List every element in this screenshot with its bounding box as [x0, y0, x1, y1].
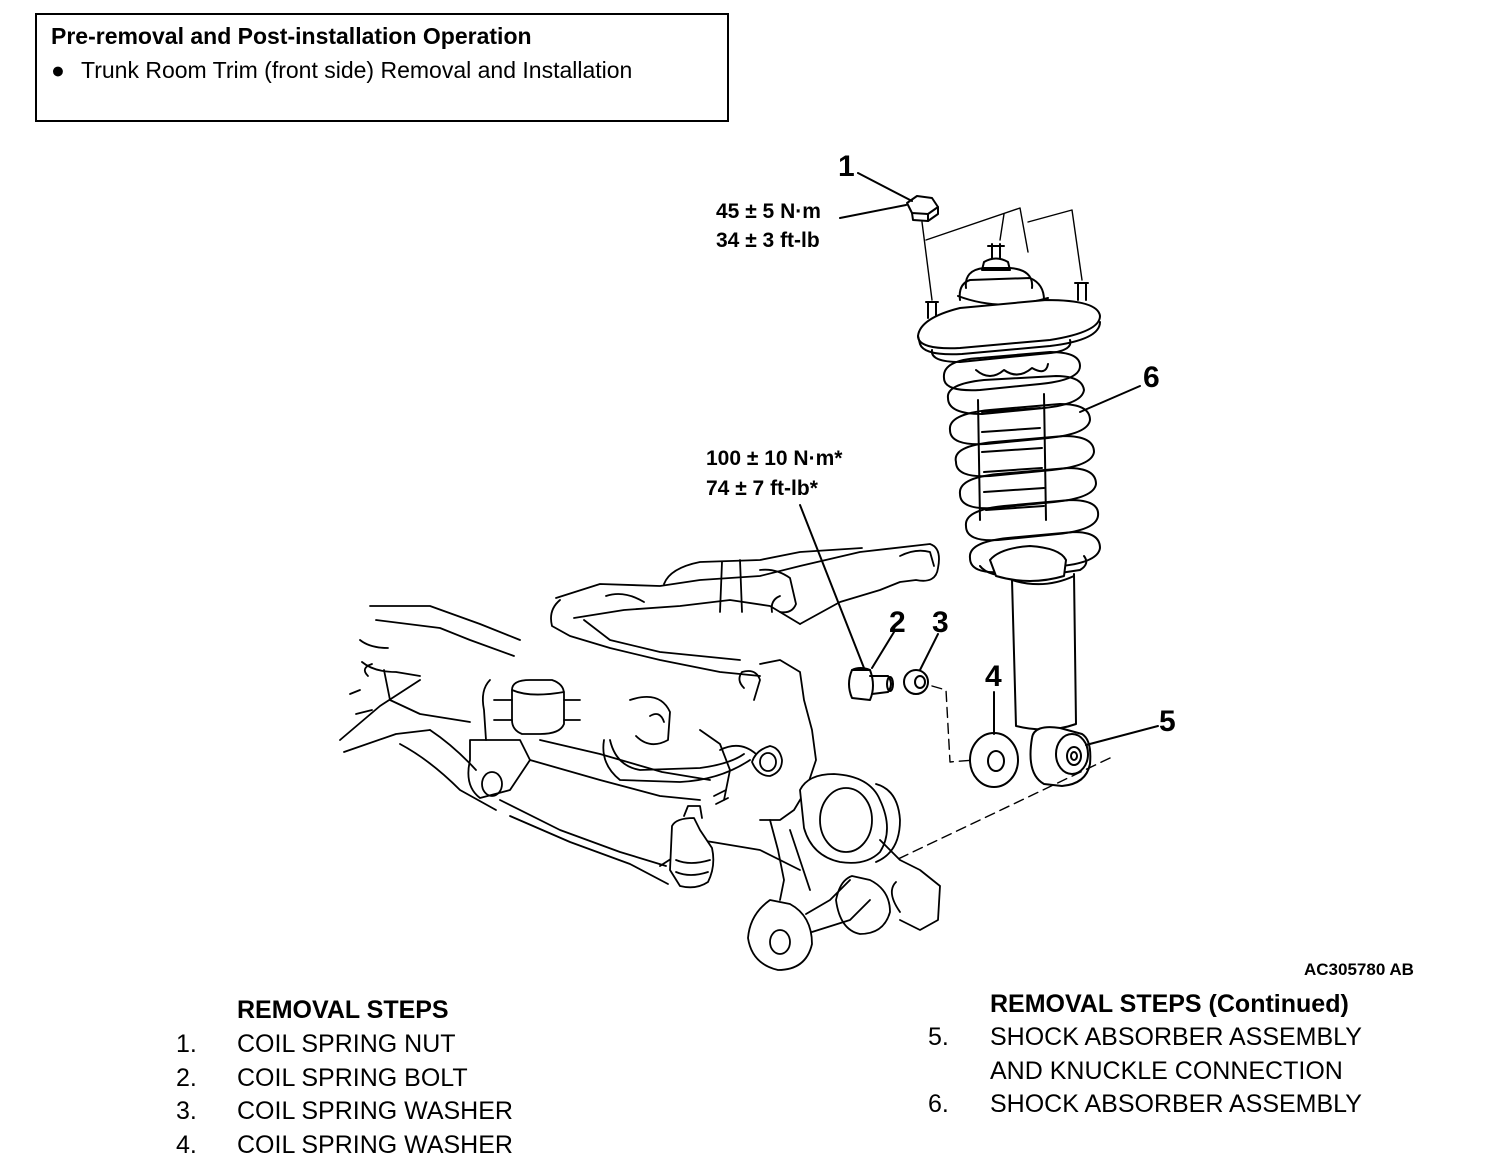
step-text: COIL SPRING NUT [237, 1030, 456, 1058]
pre-operation-title: Pre-removal and Post-installation Operat… [51, 23, 532, 49]
step-number: 4. [176, 1130, 197, 1159]
leader-line-2 [871, 631, 895, 669]
rear-knuckle-and-arms [339, 543, 941, 971]
callout-5: 5 [1159, 705, 1176, 738]
callout-3: 3 [932, 606, 949, 639]
assembly-axis-lines [895, 685, 1111, 861]
step-text: SHOCK ABSORBER ASSEMBLY [990, 1023, 1362, 1051]
callout-2: 2 [889, 606, 906, 639]
step-text: AND KNUCKLE CONNECTION [990, 1056, 1343, 1085]
pre-operation-box: Pre-removal and Post-installation Operat… [35, 13, 729, 122]
list-item: 1. COIL SPRING NUT [176, 1030, 596, 1064]
step-number: 6. [928, 1090, 949, 1118]
removal-steps-continued: REMOVAL STEPS (Continued) 5. SHOCK ABSOR… [928, 990, 1448, 1124]
step-number: 5. [928, 1023, 949, 1051]
pre-operation-item-text: Trunk Room Trim (front side) Removal and… [81, 57, 633, 83]
callout-1: 1 [838, 150, 855, 183]
alignment-lines [921, 207, 1083, 301]
list-item: 2. COIL SPRING BOLT [176, 1064, 596, 1098]
coil-spring-nut [906, 195, 939, 222]
coil-spring-washer-4 [969, 732, 1019, 788]
step-number: 1. [176, 1030, 197, 1058]
pre-operation-item: ● Trunk Room Trim (front side) Removal an… [51, 57, 632, 84]
torque-bolt-ftlb: 74 ± 7 ft-lb* [706, 477, 819, 500]
shock-absorber-assembly [917, 243, 1101, 787]
list-item: 5. SHOCK ABSORBER ASSEMBLY [928, 1023, 1448, 1057]
leader-line-6 [1079, 385, 1141, 413]
coil-spring-bolt [848, 667, 894, 701]
torque-nut-nm: 45 ± 5 N·m [716, 200, 821, 223]
step-text: SHOCK ABSORBER ASSEMBLY [990, 1090, 1362, 1118]
leader-line-torque-bolt [799, 504, 865, 669]
step-number: 2. [176, 1063, 197, 1092]
callout-4: 4 [985, 660, 1002, 693]
step-text: COIL SPRING BOLT [237, 1063, 468, 1092]
leader-line-5 [1085, 725, 1159, 746]
figure-code: AC305780 AB [1304, 960, 1414, 979]
step-number: 3. [176, 1097, 197, 1125]
list-item: 4. COIL SPRING WASHER [176, 1131, 596, 1165]
step-text: COIL SPRING WASHER [237, 1130, 513, 1159]
removal-steps: REMOVAL STEPS 1. COIL SPRING NUT 2. COIL… [176, 996, 596, 1164]
torque-nut-ftlb: 34 ± 3 ft-lb [716, 229, 820, 252]
leader-line-3 [919, 633, 939, 671]
diagram-labels: 1 45 ± 5 N·m 34 ± 3 ft-lb 6 100 ± 10 N·m… [706, 150, 1176, 738]
callout-6: 6 [1143, 361, 1160, 394]
removal-steps-continued-heading: REMOVAL STEPS (Continued) [990, 990, 1349, 1018]
list-item: 3. COIL SPRING WASHER [176, 1097, 596, 1131]
step-text: COIL SPRING WASHER [237, 1097, 513, 1125]
coil-spring-washer-3 [903, 669, 929, 695]
removal-steps-heading: REMOVAL STEPS [237, 996, 449, 1024]
leader-line-torque-nut [839, 204, 907, 219]
leader-line-1 [857, 172, 913, 202]
list-item: 6. SHOCK ABSORBER ASSEMBLY [928, 1090, 1448, 1124]
list-item: AND KNUCKLE CONNECTION [928, 1057, 1448, 1091]
torque-bolt-nm: 100 ± 10 N·m* [706, 447, 843, 470]
bullet-icon: ● [51, 57, 65, 83]
